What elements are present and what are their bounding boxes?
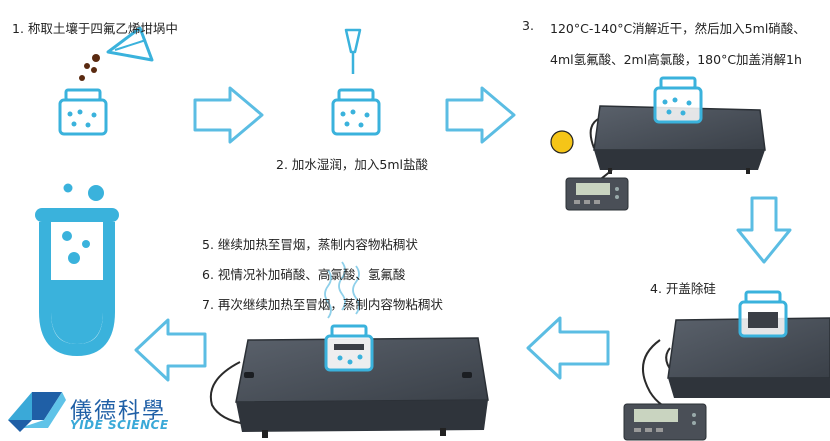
crucible-icon-3 — [653, 76, 703, 124]
controller-icon-2 — [623, 403, 707, 441]
step-7-text: 7. 再次继续加热至冒烟，蒸制内容物粘稠状 — [202, 297, 443, 312]
test-tube-icon — [35, 183, 119, 356]
arrow-right-icon-1 — [193, 86, 264, 144]
arrow-left-icon-2 — [134, 318, 207, 382]
step-4-text: 4. 开盖除硅 — [650, 281, 716, 296]
arrow-right-icon-2 — [445, 86, 516, 144]
step-3-text-line-2: 4ml氢氟酸、2ml高氯酸，180°C加盖消解1h — [550, 52, 802, 67]
step-3-text-line-1: 120°C-140°C消解近干，然后加入5ml硝酸、 — [550, 21, 806, 36]
step-3-number: 3. — [522, 18, 534, 33]
crucible-icon-5 — [324, 324, 374, 372]
steam-icon — [324, 261, 360, 319]
weighing-boat-icon — [79, 26, 154, 81]
crucible-icon-2 — [331, 88, 381, 136]
hotplate-icon-2 — [642, 317, 830, 411]
yellow-indicator-icon — [550, 130, 574, 154]
step-1-text: 1. 称取土壤于四氟乙烯坩埚中 — [12, 21, 178, 36]
logo-name-en: YIDE SCIENCE — [70, 418, 169, 432]
dropper-icon — [344, 28, 362, 74]
step-6-text: 6. 视情况补加硝酸、高氯酸、氢氟酸 — [202, 267, 406, 282]
yide-logo-icon — [8, 392, 66, 432]
hotplate-icon-1 — [589, 105, 766, 183]
logo-name-cn: 儀德科學 — [70, 399, 167, 424]
step-5-text: 5. 继续加热至冒烟，蒸制内容物粘稠状 — [202, 237, 418, 252]
arrow-down-icon — [736, 196, 792, 264]
crucible-icon-1 — [58, 88, 108, 136]
controller-icon-1 — [565, 177, 629, 211]
crucible-icon-4 — [738, 290, 788, 338]
arrow-left-icon-1 — [526, 316, 610, 380]
step-2-text: 2. 加水湿润，加入5ml盐酸 — [276, 157, 429, 172]
